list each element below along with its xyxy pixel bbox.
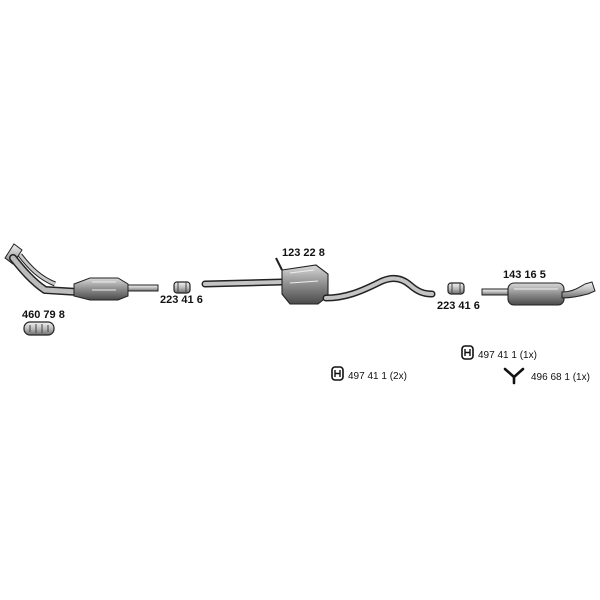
- y-hanger-icon: [503, 367, 525, 385]
- rear-silencer: [481, 281, 596, 306]
- middle-pipe-silencer: [201, 257, 436, 305]
- part-number-143165: 143 16 5: [503, 269, 546, 281]
- part-number-223416-a: 223 41 6: [160, 294, 203, 306]
- rubber-mount-icon: [461, 345, 474, 360]
- mounting-sleeve: [23, 321, 55, 336]
- rubber-mount-icon: [331, 366, 344, 381]
- pipe-clamp-1: [173, 281, 191, 294]
- fitting-496681-1x: 496 68 1 (1x): [531, 372, 590, 383]
- part-number-460798: 460 79 8: [22, 309, 65, 321]
- fitting-497411-1x: 497 41 1 (1x): [478, 350, 537, 361]
- front-pipe-catalytic-converter: [4, 243, 159, 301]
- fitting-497411-2x: 497 41 1 (2x): [348, 371, 407, 382]
- part-number-123228: 123 22 8: [282, 247, 325, 259]
- part-number-223416-b: 223 41 6: [437, 300, 480, 312]
- pipe-clamp-2: [447, 282, 465, 295]
